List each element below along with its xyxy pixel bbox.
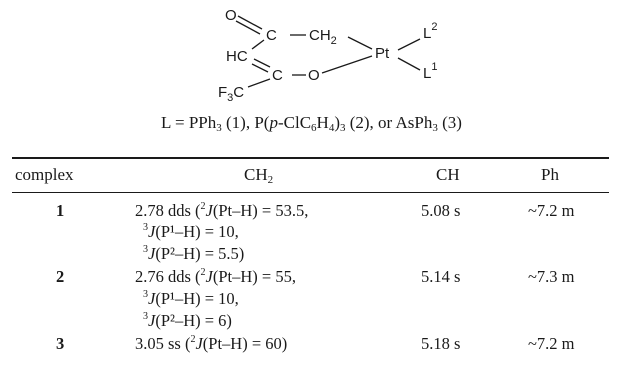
row-1-ch2-line-2: 3J(P¹–H) = 10, (143, 222, 239, 241)
row-2-ch2-line-1: 2.76 dds (2J(Pt–H) = 55, (135, 267, 296, 286)
row-1-ch: 5.08 s (421, 201, 461, 220)
header-ch2: CH2 (244, 165, 274, 186)
platinum-label: Pt (375, 45, 390, 62)
row-2-ph: ~7.3 m (528, 267, 575, 286)
table-top-rule (12, 157, 609, 159)
row-1-ph: ~7.2 m (528, 201, 575, 220)
row-2-ch2-line-2: 3J(P¹–H) = 10, (143, 289, 239, 308)
oxygen-label-2: O (308, 67, 320, 84)
header-ph: Ph (541, 165, 559, 184)
ch2-label: CH2 (309, 27, 337, 47)
ligand-l2-label: L2 (423, 21, 437, 42)
structure-diagram: O C CH2 Pt L2 HC C O L1 F3C (218, 7, 437, 104)
ligand-definition: L = PPh3 (1), P(p-ClC6H4)3 (2), or AsPh3… (161, 113, 462, 134)
row-2-complex: 2 (56, 267, 65, 286)
header-complex: complex (15, 165, 74, 184)
row-3-complex: 3 (56, 334, 65, 353)
row-3-ph: ~7.2 m (528, 334, 575, 353)
row-3-ch: 5.18 s (421, 334, 461, 353)
row-1-complex: 1 (56, 201, 65, 220)
carbon-label-2: C (272, 67, 283, 84)
hc-label: HC (226, 48, 248, 65)
ligand-l1-label: L1 (423, 61, 437, 82)
header-ch: CH (436, 165, 460, 184)
row-3-ch2-line-1: 3.05 ss (2J(Pt–H) = 60) (135, 334, 288, 353)
oxygen-label: O (225, 7, 237, 24)
row-1-ch2-line-1: 2.78 dds (2J(Pt–H) = 53.5, (135, 201, 309, 220)
table-header-rule (12, 192, 609, 193)
row-1-ch2-line-3: 3J(P²–H) = 5.5) (143, 244, 245, 263)
f3c-label: F3C (218, 84, 244, 104)
row-2-ch2-line-3: 3J(P²–H) = 6) (143, 311, 232, 330)
row-2-ch: 5.14 s (421, 267, 461, 286)
carbon-label: C (266, 27, 277, 44)
